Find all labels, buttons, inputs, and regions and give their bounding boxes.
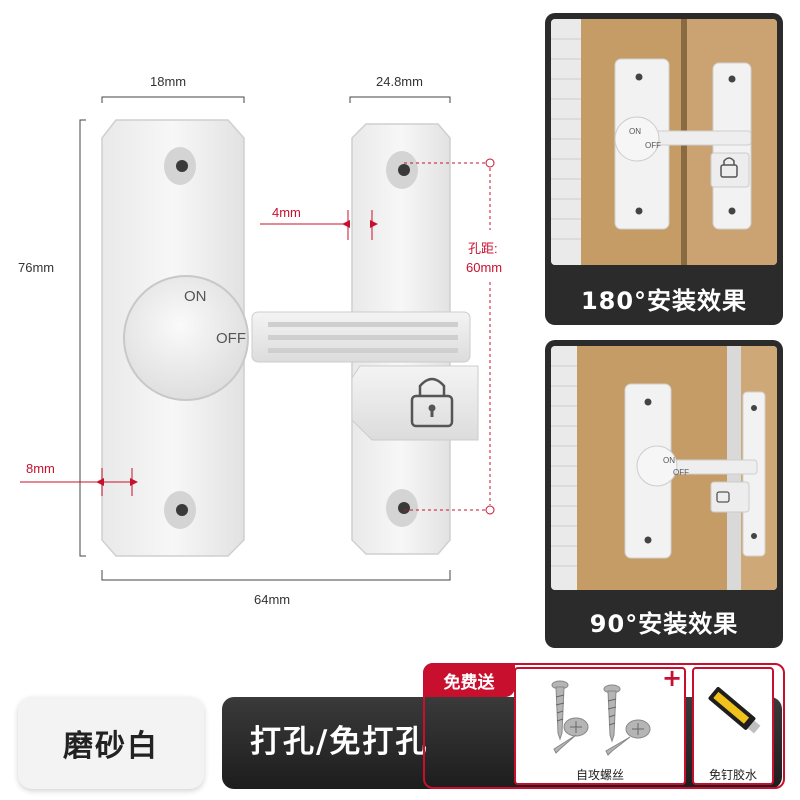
gift-glue-label: 免钉胶水 (708, 768, 757, 782)
screw-icon (551, 680, 651, 756)
screw-hole (164, 491, 196, 529)
install-90-caption: 90°安装效果 (589, 610, 739, 638)
install-mode-bar (222, 697, 782, 789)
install-90-card: ON OFF 90°安装效果 (545, 340, 783, 648)
screw-hole (386, 489, 418, 527)
gift-glue-card: SEALANTFIX (692, 667, 774, 785)
install-180-card: ON OFF 180°安装效果 (545, 13, 783, 325)
screw-hole (164, 147, 196, 185)
install-90-on-label: ON (663, 456, 675, 465)
install-180-off-label: OFF (645, 141, 661, 150)
dim-top-left: 18mm (150, 74, 187, 89)
dim-top-right: 24.8mm (376, 74, 423, 89)
gift-tag: 免费送 (423, 663, 515, 697)
dim-height: 76mm (18, 260, 55, 275)
padlock-icon (410, 377, 454, 428)
latch-on-label: ON (184, 288, 207, 305)
dim-edge: 8mm (26, 461, 55, 476)
install-180-photo: ON OFF (551, 19, 777, 265)
latch-diagram (20, 96, 495, 581)
install-180-on-label: ON (629, 127, 641, 136)
color-option[interactable]: 磨砂白 (18, 697, 204, 789)
dim-gap: 4mm (272, 205, 301, 220)
gift-frame (423, 663, 785, 789)
latch-off-label: OFF (216, 330, 246, 347)
gift-screws-label: 自攻螺丝 (575, 768, 624, 782)
dim-hole-spacing-label: 孔距: (468, 241, 498, 256)
dim-width: 64mm (254, 592, 291, 607)
install-180-caption: 180°安装效果 (580, 287, 748, 315)
gift-plus: + (662, 664, 683, 692)
glue-tube-icon (708, 687, 761, 734)
screw-hole (386, 151, 418, 189)
install-mode-text: 打孔/免打孔 (250, 724, 429, 760)
gift-screws-card (514, 667, 686, 785)
install-90-off-label: OFF (673, 468, 689, 477)
dim-hole-spacing-value: 60mm (466, 260, 503, 275)
install-90-photo: ON OFF (551, 346, 777, 590)
